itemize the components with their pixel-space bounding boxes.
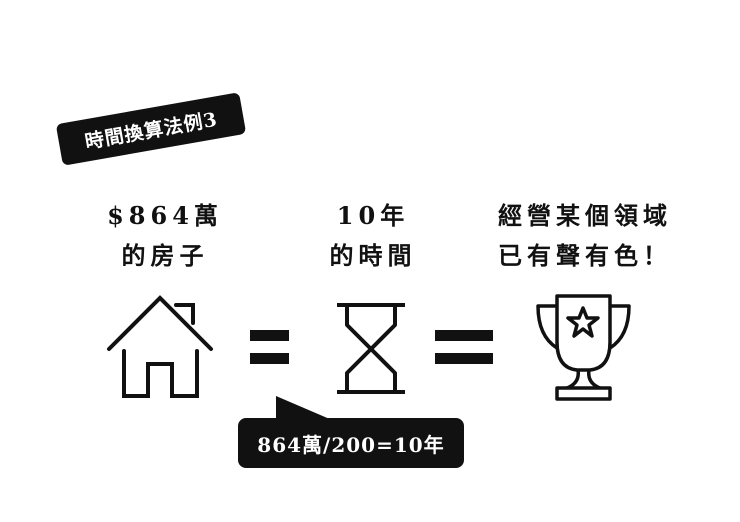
calculation-bubble: 864萬/200=10年 [238, 418, 464, 468]
success-caption-line2: 已有聲有色！ [498, 241, 672, 270]
calculation-text: 864萬/200=10年 [257, 432, 445, 457]
equals-bar-top [435, 330, 493, 341]
time-caption-line1: 10年 [336, 201, 410, 230]
equals-bar-bottom [250, 353, 289, 364]
house-caption: $864萬 的房子 [60, 196, 270, 276]
time-caption-line2: 的時間 [329, 241, 417, 270]
house-caption-line1: $864萬 [107, 201, 223, 230]
equals-bar-bottom [435, 353, 493, 364]
success-caption: 經營某個領域 已有聲有色！ [470, 196, 700, 276]
equals-bar-top [250, 330, 289, 341]
success-caption-line1: 經營某個領域 [498, 201, 672, 230]
time-caption: 10年 的時間 [268, 196, 478, 276]
house-caption-line2: 的房子 [121, 241, 209, 270]
